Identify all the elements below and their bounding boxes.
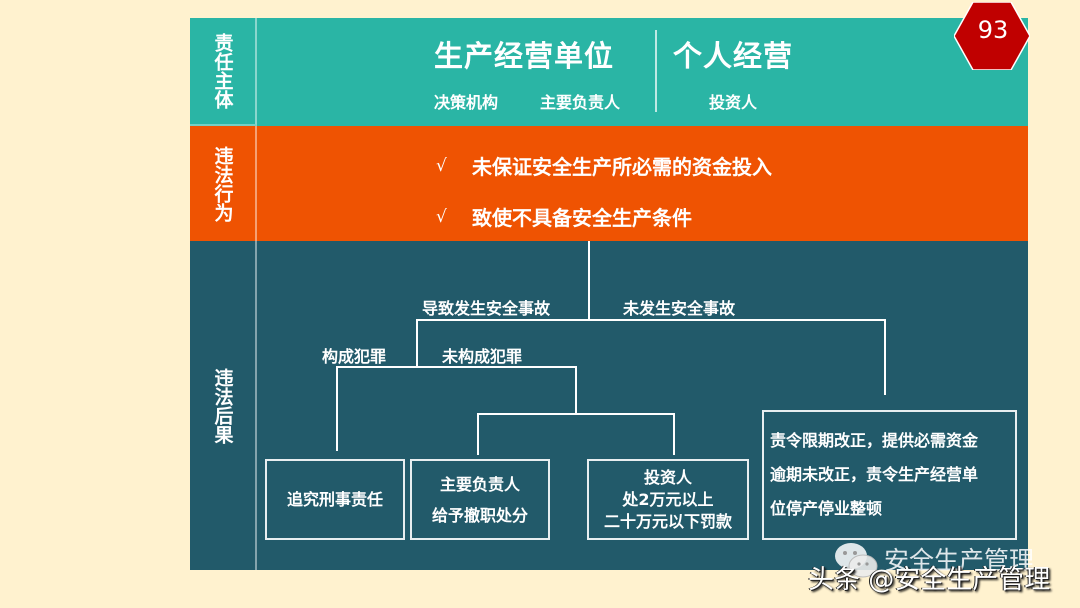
- branch-accident-label: 导致发生安全事故: [422, 299, 551, 318]
- principal-label: 主要负责人: [540, 93, 621, 112]
- investor-fine-box: 投资人 处2万元以上 二十万元以下罚款: [587, 459, 749, 540]
- box-line: 处2万元以上: [622, 489, 714, 509]
- connector-line: [336, 366, 338, 451]
- check-icon: √: [436, 206, 447, 227]
- branch-no-crime-label: 未构成犯罪: [442, 347, 523, 366]
- box-line: 逾期未改正，责令生产经营单: [770, 465, 979, 484]
- connector-line: [588, 241, 590, 321]
- behavior-item-text: 未保证安全生产所必需的资金投入: [472, 155, 772, 179]
- box-line: 主要负责人: [439, 474, 520, 494]
- toutiao-watermark: 头条 @安全生产管理: [808, 565, 1051, 595]
- connector-line: [477, 413, 675, 415]
- subject-row: [190, 18, 1028, 126]
- principal-dismissal-box: 主要负责人 给予撤职处分: [410, 459, 550, 540]
- branch-crime-label: 构成犯罪: [322, 347, 387, 366]
- behavior-item-text: 致使不具备安全生产条件: [472, 206, 692, 230]
- rectify-order-box: 责令限期改正，提供必需资金 逾期未改正，责令生产经营单 位停产停业整顿: [762, 410, 1017, 540]
- behavior-item: √ 未保证安全生产所必需的资金投入: [436, 151, 772, 180]
- connector-line: [884, 319, 886, 395]
- decision-body-label: 决策机构: [434, 93, 499, 112]
- behavior-row-label: 违法行为: [190, 126, 257, 241]
- check-icon: √: [436, 155, 447, 176]
- subject-divider: [655, 30, 657, 112]
- consequence-row: [190, 241, 1028, 570]
- investor-label: 投资人: [709, 93, 758, 112]
- behavior-item: √ 致使不具备安全生产条件: [436, 202, 692, 231]
- box-line: 追究刑事责任: [286, 489, 383, 509]
- connector-line: [336, 366, 577, 368]
- connector-line: [673, 413, 675, 455]
- page-number-badge: [954, 2, 1030, 70]
- box-line: 投资人: [643, 467, 692, 487]
- connector-line: [416, 319, 418, 368]
- box-line: 给予撤职处分: [431, 505, 528, 525]
- unit-title: 生产经营单位: [434, 39, 615, 73]
- wechat-watermark: 安全生产管理: [884, 546, 1035, 575]
- wechat-icon: [835, 543, 878, 578]
- box-line: 二十万元以下罚款: [603, 511, 732, 531]
- connector-line: [477, 413, 479, 455]
- consequence-row-label: 违法后果: [190, 241, 257, 570]
- connector-line: [416, 319, 886, 321]
- connector-line: [575, 366, 577, 415]
- individual-title: 个人经营: [673, 39, 794, 73]
- box-line: 责令限期改正，提供必需资金: [770, 431, 979, 450]
- branch-no-accident-label: 未发生安全事故: [623, 299, 736, 318]
- page-number: 93: [977, 16, 1009, 44]
- subject-row-label: 责任主体: [190, 18, 257, 126]
- box-line: 位停产停业整顿: [770, 499, 883, 518]
- criminal-liability-box: 追究刑事责任: [265, 459, 405, 540]
- behavior-row: [190, 126, 1028, 241]
